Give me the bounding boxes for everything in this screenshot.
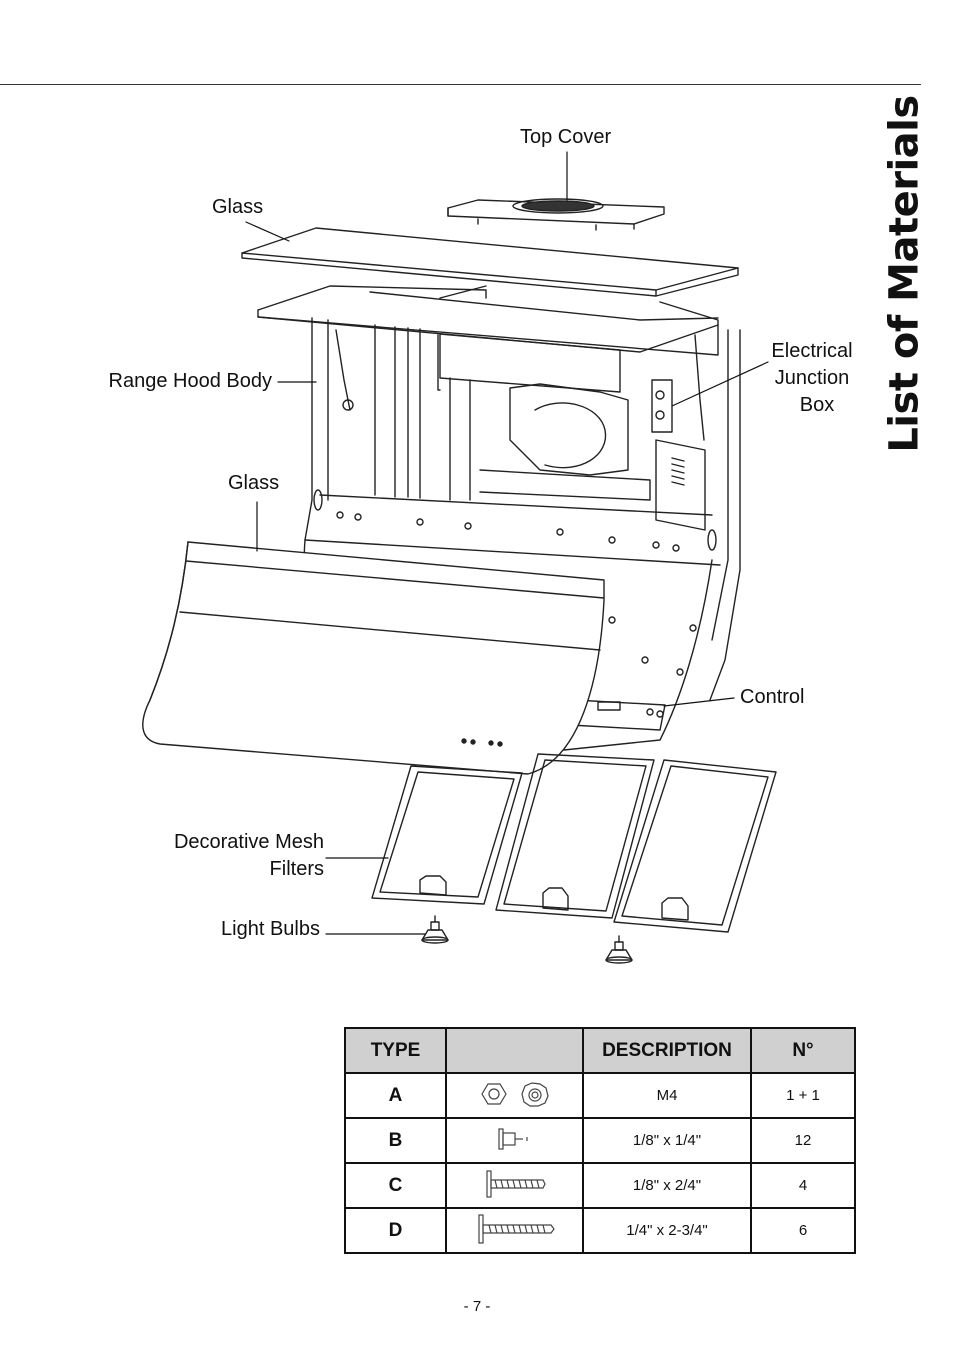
row-count: 4: [750, 1162, 856, 1209]
table-row: C 1/8" x 2/4" 4: [344, 1162, 856, 1209]
label-top-cover: Top Cover: [520, 126, 612, 148]
header-rule: [0, 84, 921, 85]
row-description: 1/8" x 1/4": [582, 1117, 752, 1164]
table-row: B 1/8" x 1/4" 12: [344, 1117, 856, 1164]
label-glass-top: Glass: [212, 196, 264, 218]
front-glass-part: [142, 541, 605, 775]
parts-table: TYPE DESCRIPTION N° A M4 1 + 1 B: [344, 1027, 856, 1254]
row-type: A: [344, 1072, 447, 1119]
short-screw-icon: [445, 1117, 584, 1164]
mesh-filter-3: [613, 759, 777, 933]
header-description: DESCRIPTION: [582, 1027, 752, 1074]
table-row: A M4 1 + 1: [344, 1072, 856, 1119]
row-count: 1 + 1: [750, 1072, 856, 1119]
label-decorative-mesh-filters: Decorative Mesh Filters: [120, 829, 324, 883]
label-mesh-line-2: Filters: [269, 858, 324, 880]
table-row: D 1/4" x 2-3/4" 6: [344, 1207, 856, 1254]
medium-screw-icon: [445, 1162, 584, 1209]
nut-washer-icon: [445, 1072, 584, 1119]
row-description: 1/4" x 2-3/4": [582, 1207, 752, 1254]
top-cover-part: [447, 198, 665, 231]
long-screw-icon: [445, 1207, 584, 1254]
mesh-filter-2: [495, 753, 655, 919]
label-control: Control: [740, 686, 805, 708]
label-electrical-line-1: Electrical: [771, 340, 853, 362]
label-electrical-junction-box: Electrical Junction Box: [758, 338, 866, 419]
label-electrical-line-3: Box: [799, 394, 835, 416]
parts-table-header-row: TYPE DESCRIPTION N°: [344, 1027, 856, 1074]
label-mesh-line-1: Decorative Mesh: [173, 831, 324, 853]
row-type: D: [344, 1207, 447, 1254]
header-image: [445, 1027, 584, 1074]
mesh-filter-1: [371, 765, 523, 905]
label-light-bulbs: Light Bulbs: [221, 918, 320, 940]
row-type: C: [344, 1162, 447, 1209]
leader-lines: [245, 151, 769, 935]
top-glass-part: [241, 227, 739, 297]
header-type: TYPE: [344, 1027, 447, 1074]
header-count: N°: [750, 1027, 856, 1074]
row-count: 6: [750, 1207, 856, 1254]
row-count: 12: [750, 1117, 856, 1164]
range-hood-exploded-diagram: [142, 151, 777, 964]
row-description: 1/8" x 2/4": [582, 1162, 752, 1209]
row-type: B: [344, 1117, 447, 1164]
label-electrical-line-2: Junction: [774, 367, 850, 389]
page-number: - 7 -: [463, 1298, 491, 1315]
row-description: M4: [582, 1072, 752, 1119]
label-glass-front: Glass: [228, 472, 280, 494]
light-bulb-2: [605, 935, 633, 964]
label-range-hood-body: Range Hood Body: [108, 370, 272, 392]
light-bulb-1: [421, 915, 449, 944]
